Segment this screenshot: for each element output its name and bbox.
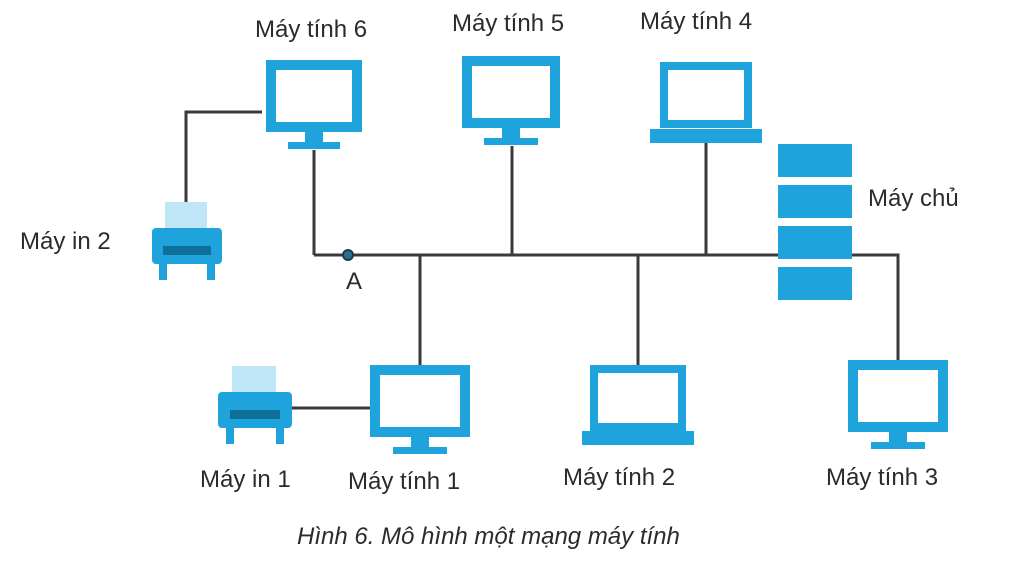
label-pc3: Máy tính 3 (826, 464, 939, 491)
label-pc2: Máy tính 2 (563, 464, 676, 491)
label-printer1: Máy in 1 (200, 466, 291, 493)
figure-caption: Hình 6. Mô hình một mạng máy tính (297, 523, 680, 550)
wire-printer2 (184, 110, 262, 205)
printer1-icon (218, 366, 292, 444)
printer2-icon (152, 202, 222, 280)
label-printer2: Máy in 2 (20, 228, 111, 255)
server-icon (778, 144, 852, 300)
label-point-a: A (346, 268, 363, 295)
monitor-pc1-icon (370, 365, 470, 454)
monitor-pc6-icon (266, 60, 362, 149)
label-pc4: Máy tính 4 (640, 8, 753, 35)
monitor-pc5-icon (462, 56, 560, 145)
label-pc1: Máy tính 1 (348, 468, 461, 495)
label-server: Máy chủ (868, 185, 959, 212)
label-pc6: Máy tính 6 (255, 16, 368, 43)
laptop-pc2-icon (582, 365, 694, 445)
label-pc5: Máy tính 5 (452, 10, 565, 37)
point-a-marker (342, 249, 354, 261)
laptop-pc4-icon (650, 62, 762, 143)
monitor-pc3-icon (848, 360, 948, 449)
wire-pc3 (852, 253, 900, 360)
